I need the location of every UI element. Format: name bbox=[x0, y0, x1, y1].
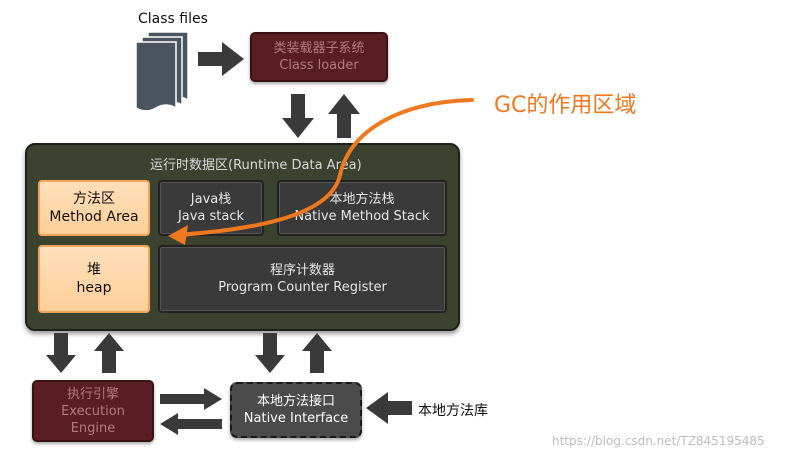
pc-register-cn: 程序计数器 bbox=[269, 263, 335, 278]
execution-engine-box: 执行引擎 Execution Engine bbox=[32, 380, 154, 442]
heap-box: 堆 heap bbox=[38, 245, 150, 313]
pc-register-en: Program Counter Register bbox=[218, 280, 387, 295]
method-area-en: Method Area bbox=[49, 209, 139, 225]
down-arrow-icon bbox=[255, 333, 285, 373]
class-files-label: Class files bbox=[138, 11, 208, 27]
native-interface-cn: 本地方法接口 bbox=[256, 394, 335, 409]
java-stack-box: Java栈 Java stack bbox=[158, 180, 264, 236]
execution-engine-cn: 执行引擎 bbox=[66, 386, 119, 402]
down-arrow-icon bbox=[282, 94, 314, 138]
native-method-stack-box: 本地方法栈 Native Method Stack bbox=[277, 180, 447, 236]
method-area-box: 方法区 Method Area bbox=[38, 180, 150, 236]
watermark: https://blog.csdn.net/TZ845195485 bbox=[552, 434, 765, 448]
gc-arrow-icon bbox=[168, 98, 474, 245]
up-arrow-icon bbox=[302, 333, 332, 373]
native-interface-en: Native Interface bbox=[243, 411, 349, 426]
left-arrow-icon bbox=[160, 413, 222, 435]
method-area-cn: 方法区 bbox=[73, 191, 115, 207]
java-stack-cn: Java栈 bbox=[190, 192, 232, 207]
runtime-data-area-title: 运行时数据区(Runtime Data Area) bbox=[150, 158, 362, 173]
class-loader-box: 类装载器子系统 Class loader bbox=[250, 32, 388, 82]
down-arrow-icon bbox=[46, 333, 76, 373]
pc-register-box: 程序计数器 Program Counter Register bbox=[158, 245, 447, 313]
native-method-stack-cn: 本地方法栈 bbox=[329, 192, 395, 207]
class-loader-en: Class loader bbox=[279, 58, 359, 73]
up-arrow-icon bbox=[94, 333, 124, 373]
native-interface-box: 本地方法接口 Native Interface bbox=[230, 382, 362, 438]
right-arrow-icon bbox=[160, 388, 222, 410]
execution-engine-en-2: Engine bbox=[70, 420, 116, 436]
native-library-label: 本地方法库 bbox=[418, 403, 488, 419]
left-arrow-icon bbox=[366, 392, 412, 424]
execution-engine-en-1: Execution bbox=[61, 403, 125, 419]
java-stack-en: Java stack bbox=[177, 209, 245, 224]
heap-cn: 堆 bbox=[87, 262, 101, 278]
right-arrow-icon bbox=[198, 42, 244, 76]
native-method-stack-en: Native Method Stack bbox=[294, 209, 430, 224]
class-files-icon bbox=[135, 31, 189, 110]
heap-en: heap bbox=[76, 280, 112, 296]
up-arrow-icon bbox=[328, 94, 360, 138]
gc-scope-label: GC的作用区域 bbox=[494, 93, 637, 118]
class-loader-cn: 类装载器子系统 bbox=[273, 41, 365, 56]
